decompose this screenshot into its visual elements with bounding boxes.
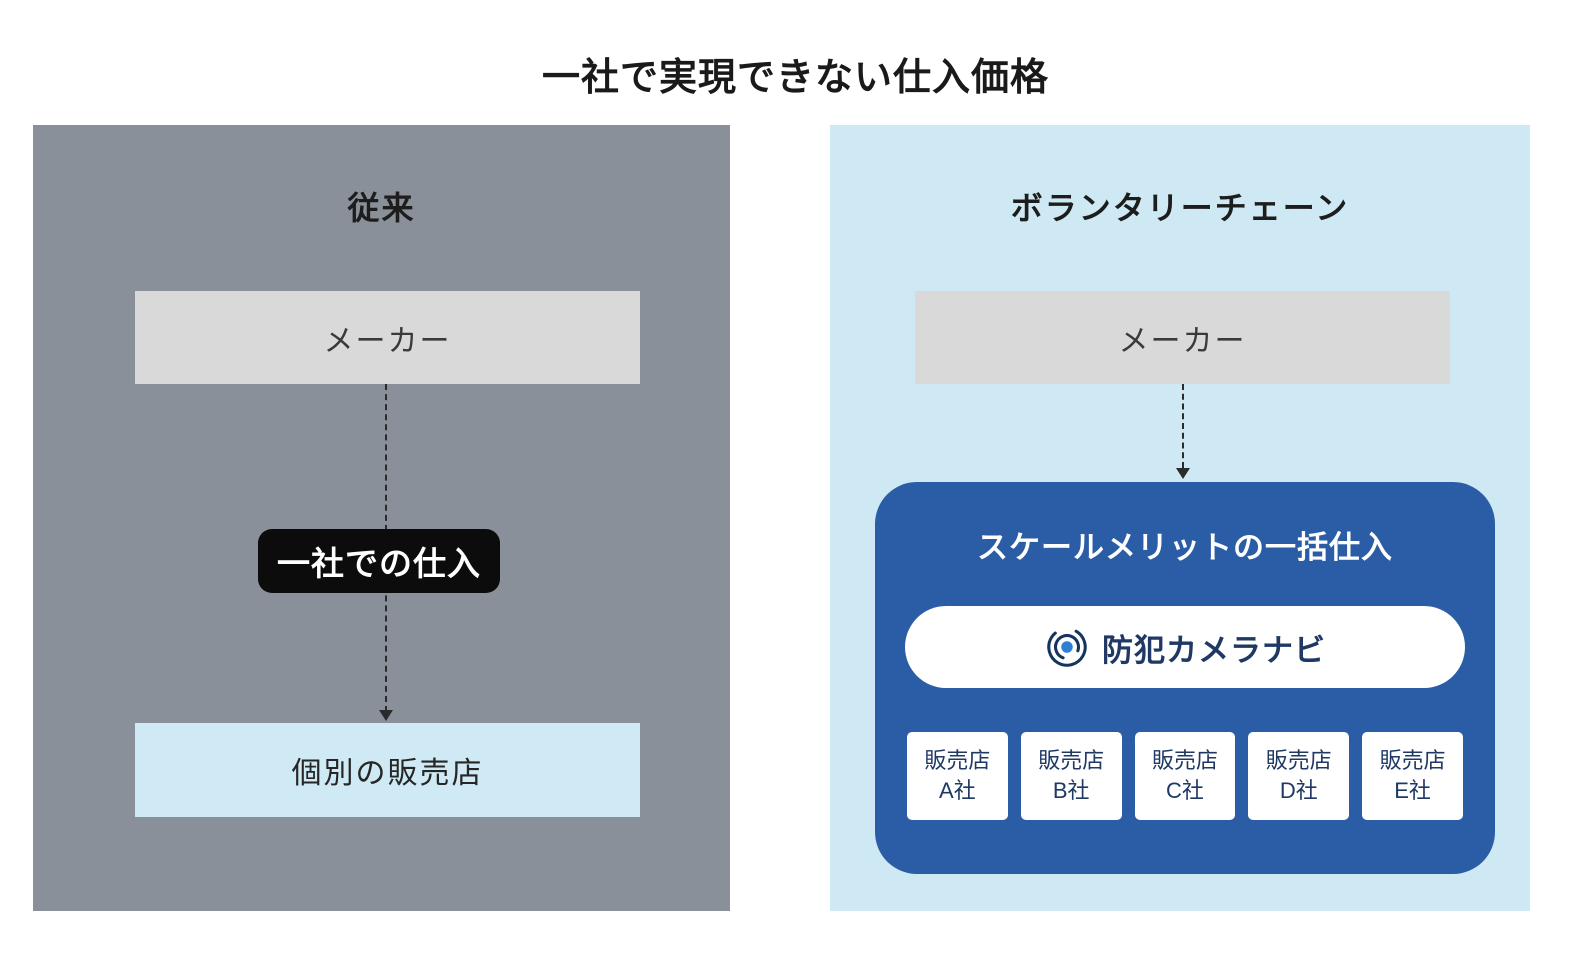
dealer-card-b: 販売店 B社 xyxy=(1020,732,1122,820)
dealers-row: 販売店 A社 販売店 B社 販売店 C社 販売店 D社 販売店 E社 xyxy=(907,732,1463,820)
dealer-card-line2: E社 xyxy=(1394,778,1431,803)
dealer-card-d: 販売店 D社 xyxy=(1248,732,1350,820)
right-flow-line xyxy=(1182,384,1184,468)
dealer-card-line1: 販売店 xyxy=(1379,748,1446,774)
brand-pill: 防犯カメラナビ xyxy=(905,606,1465,688)
dealer-card-line1: 販売店 xyxy=(924,748,991,774)
dealer-card-a: 販売店 A社 xyxy=(907,732,1008,820)
dealer-card-line2: C社 xyxy=(1166,778,1204,803)
left-maker-box: メーカー xyxy=(135,291,640,384)
individual-dealer-box: 個別の販売店 xyxy=(135,723,640,817)
dealer-card-e: 販売店 E社 xyxy=(1362,732,1463,820)
dealer-card-line2: D社 xyxy=(1279,778,1318,803)
left-arrowhead-icon xyxy=(379,710,393,721)
dealer-card-line1: 販売店 xyxy=(1038,748,1105,774)
single-company-purchase-badge: 一社での仕入 xyxy=(258,529,500,593)
right-arrowhead-icon xyxy=(1176,468,1190,479)
voluntary-panel-title: ボランタリーチェーン xyxy=(1010,190,1350,226)
diagram-title: 一社で実現できない仕入価格 xyxy=(541,57,1049,99)
conventional-panel: 従来 メーカー 一社での仕入 個別の販売店 xyxy=(33,125,730,911)
dealer-card-line2: A社 xyxy=(939,778,976,803)
voluntary-chain-panel: ボランタリーチェーン メーカー スケールメリットの一括仕入 防犯カメラナビ 販売… xyxy=(830,125,1530,911)
dealer-card-line1: 販売店 xyxy=(1151,748,1218,774)
dealer-card-line1: 販売店 xyxy=(1265,748,1332,774)
bulk-purchase-box: スケールメリットの一括仕入 防犯カメラナビ 販売店 A社 販売店 xyxy=(875,482,1495,874)
bulk-purchase-title: スケールメリットの一括仕入 xyxy=(977,530,1393,565)
right-maker-box: メーカー xyxy=(915,291,1450,384)
brand-label: 防犯カメラナビ xyxy=(1102,632,1326,668)
dealer-card-line2: B社 xyxy=(1052,778,1090,803)
dealer-card-c: 販売店 C社 xyxy=(1134,732,1236,820)
conventional-panel-title: 従来 xyxy=(347,190,416,226)
brand-logo-icon xyxy=(1044,624,1090,670)
